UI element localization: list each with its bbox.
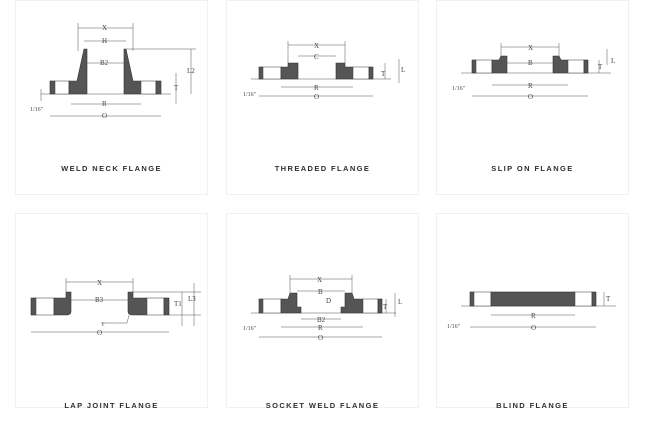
dim-label-d: D: [326, 297, 331, 305]
dim-label-r: R: [102, 100, 107, 108]
dim-label-gap: 1/16": [452, 86, 466, 92]
product-card-socket-weld-flange[interactable]: X B B2 D T L R O 1/16" SOCKET WELD FLANG…: [226, 213, 419, 410]
dim-label-x: X: [528, 44, 533, 52]
dim-label-r: r: [102, 320, 105, 328]
dim-label-l3: L3: [188, 295, 196, 303]
dim-label-b3: B3: [95, 296, 104, 304]
dim-label-r: R: [318, 324, 323, 332]
product-card-lap-joint-flange[interactable]: X B3 T1 L3 r O LAP JOINT FLANGE: [15, 213, 208, 410]
dim-label-b2: B2: [317, 316, 326, 324]
dim-label-c: C: [314, 53, 319, 61]
dim-label-o: O: [102, 112, 107, 120]
card-title[interactable]: THREADED FLANGE: [274, 164, 371, 173]
dim-label-l: L: [398, 298, 402, 306]
product-card-blind-flange[interactable]: T R O 1/16" BLIND FLANGE: [436, 213, 629, 410]
dim-label-gap: 1/16": [30, 107, 44, 113]
dim-label-gap: 1/16": [243, 92, 257, 98]
card-title[interactable]: SLIP ON FLANGE: [491, 164, 574, 173]
dim-label-b: B: [318, 288, 323, 296]
dim-label-b: B: [528, 59, 533, 67]
dim-label-x: X: [314, 42, 319, 50]
dim-label-x: X: [102, 24, 107, 32]
blind-flange-diagram: T R O 1/16": [447, 291, 616, 332]
dim-label-o: O: [528, 93, 533, 101]
dim-label-t: T: [381, 70, 386, 78]
dim-label-r: R: [528, 82, 533, 90]
dim-label-h: H: [102, 37, 107, 45]
dim-label-o: O: [97, 329, 102, 337]
dim-label-x: X: [97, 279, 102, 287]
dim-label-x: X: [317, 276, 322, 284]
dim-label-r: R: [531, 312, 536, 320]
threaded-flange-diagram: X C T L R O 1/16": [243, 41, 405, 101]
dim-label-gap: 1/16": [243, 326, 257, 332]
dim-label-t: T: [383, 303, 388, 311]
dim-label-t: T: [174, 84, 179, 92]
card-title[interactable]: WELD NECK FLANGE: [61, 164, 162, 173]
product-card-weld-neck-flange[interactable]: X H B2 L2 T R O 1/16" WELD NECK FLANGE: [15, 0, 208, 195]
dim-label-o: O: [531, 324, 536, 332]
dim-label-r: R: [314, 84, 319, 92]
dim-label-gap: 1/16": [447, 324, 461, 330]
card-title[interactable]: SOCKET WELD FLANGE: [265, 401, 380, 410]
product-card-threaded-flange[interactable]: X C T L R O 1/16" THREADED FLANGE: [226, 0, 419, 195]
card-title[interactable]: BLIND FLANGE: [496, 401, 569, 410]
dim-label-t1: T1: [174, 300, 182, 308]
dim-label-o: O: [314, 93, 319, 101]
card-title[interactable]: LAP JOINT FLANGE: [64, 401, 159, 410]
weld-neck-flange-diagram: X H B2 L2 T R O 1/16": [30, 23, 196, 120]
lap-joint-flange-diagram: X B3 T1 L3 r O: [30, 278, 201, 337]
dim-label-l2: L2: [187, 67, 195, 75]
dim-label-t: T: [606, 295, 611, 303]
product-card-slip-on-flange[interactable]: X B L T R O 1/16" SLIP ON FLANGE: [436, 0, 629, 195]
dim-label-b2: B2: [100, 59, 109, 67]
dim-label-l: L: [401, 66, 405, 74]
dim-label-t: T: [598, 63, 603, 71]
dim-label-l: L: [611, 57, 615, 65]
socket-weld-flange-diagram: X B B2 D T L R O 1/16": [243, 275, 402, 342]
slip-on-flange-diagram: X B L T R O 1/16": [452, 43, 615, 101]
dim-label-o: O: [318, 334, 323, 342]
